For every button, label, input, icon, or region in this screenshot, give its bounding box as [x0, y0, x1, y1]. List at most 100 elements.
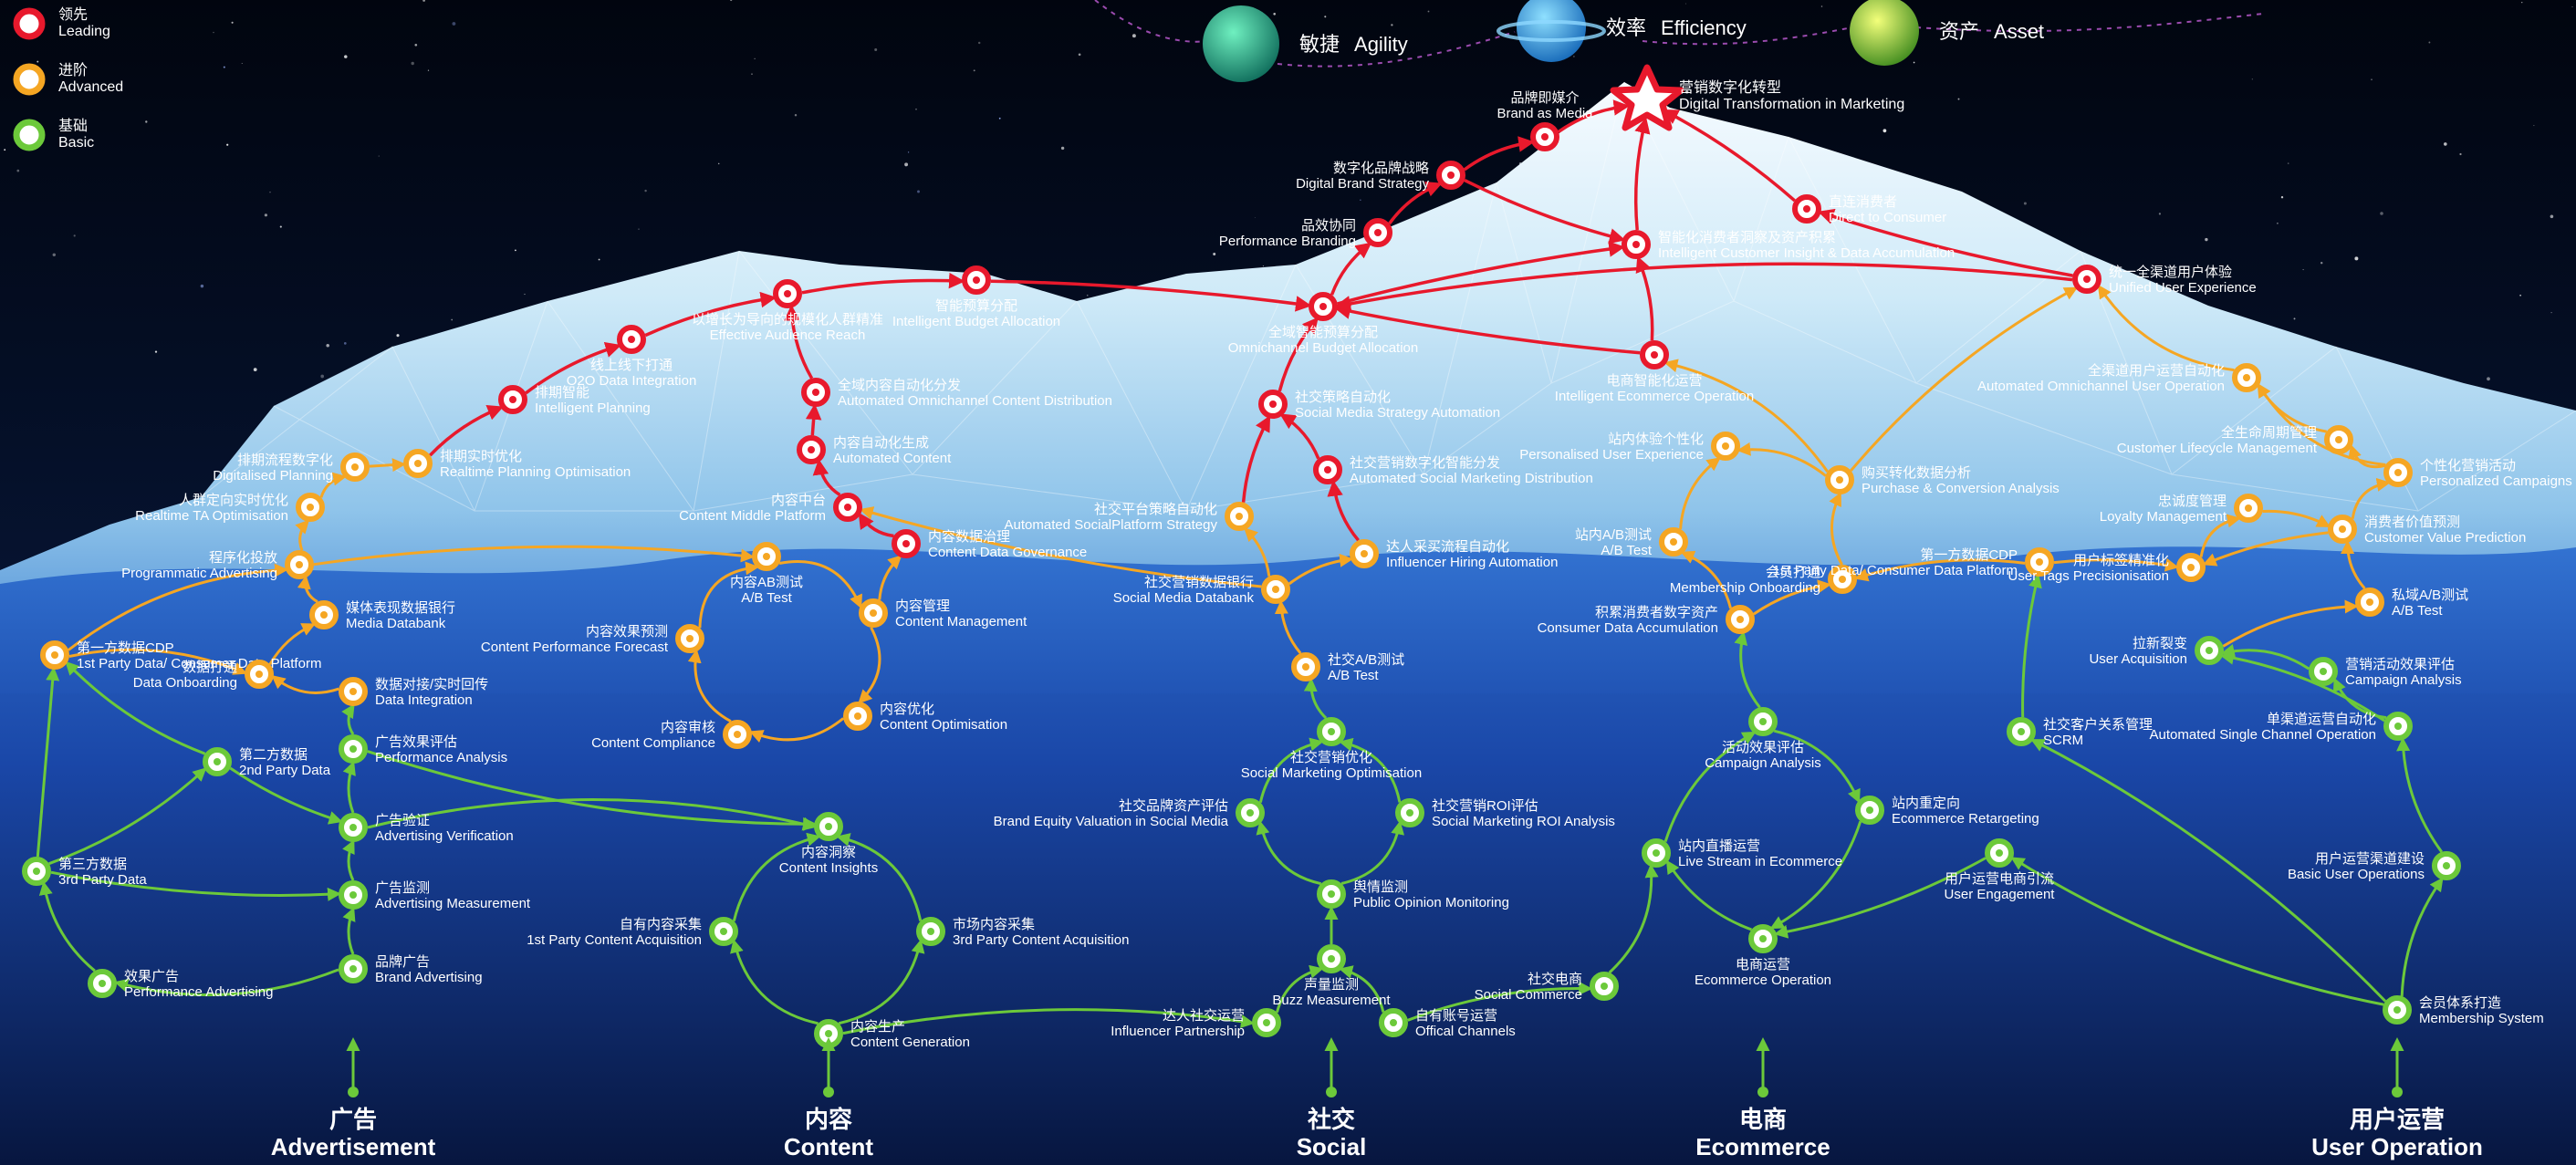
node-label-en: Realtime TA Optimisation	[135, 508, 288, 524]
star-dot	[2158, 213, 2161, 215]
node-label-zh: 营销活动效果评估	[2345, 657, 2455, 672]
ice-facets	[200, 81, 2576, 513]
star-dot	[145, 120, 148, 123]
planet-icon	[1517, 0, 1586, 62]
summit-label-zh: 营销数字化转型	[1679, 79, 1781, 96]
connector-arrow	[1635, 255, 1654, 341]
node-marker-dot	[1236, 513, 1243, 520]
node-marker-dot	[296, 561, 303, 568]
connector-arrow	[687, 649, 732, 723]
node-label-en: Automated Content	[833, 451, 952, 466]
connector-arrow	[1327, 480, 1360, 542]
star-dot	[344, 55, 348, 58]
node-label-zh: 社交平台策略自动化	[1094, 501, 1217, 517]
connector-arrow	[2021, 573, 2042, 718]
node-label-en: Influencer Partnership	[1111, 1024, 1245, 1039]
connector-arrow	[838, 939, 925, 1025]
star-dot	[717, 162, 720, 165]
legend-marker	[13, 119, 46, 151]
connector-arrow	[2262, 509, 2331, 527]
connector-arrow	[2097, 284, 2235, 372]
node-label-zh: 全生命周期管理	[2221, 424, 2317, 441]
